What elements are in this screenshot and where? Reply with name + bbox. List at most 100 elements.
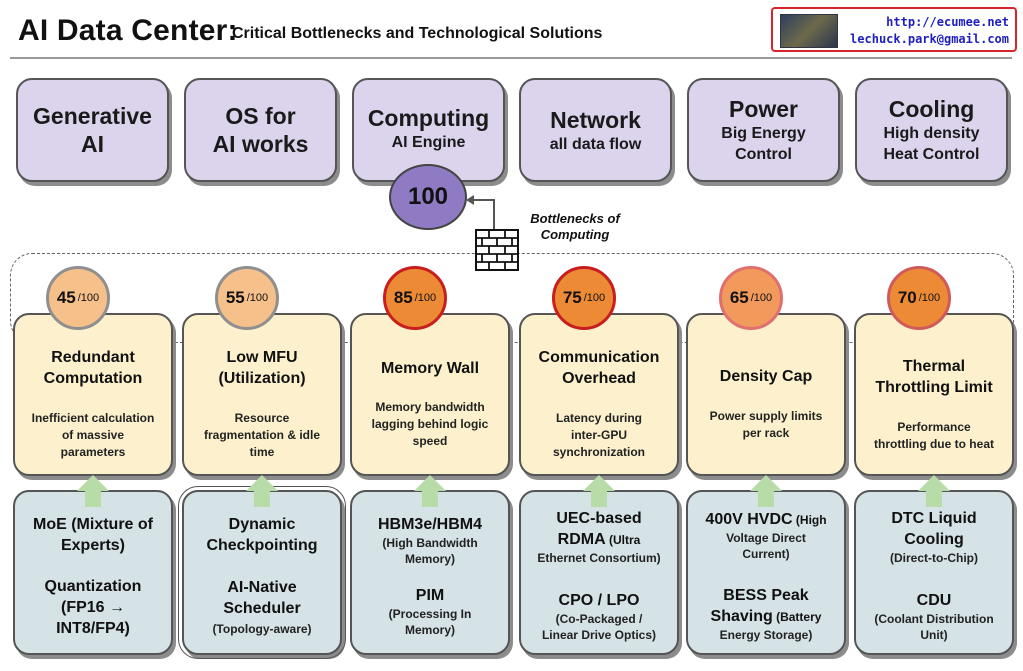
- score-value: 45: [56, 288, 76, 307]
- solution-card-generative-ai: MoE (Mixture of Experts) Quantization (F…: [13, 490, 173, 655]
- problem-title: Throttling Limit: [875, 379, 993, 396]
- solution-text: BESS Peak: [723, 587, 809, 604]
- solution-text: HBM3e/HBM4: [377, 516, 482, 533]
- solution-text: CDU: [916, 592, 952, 609]
- solution-text: Dynamic: [228, 516, 296, 533]
- solution-text: UEC-based: [556, 510, 642, 527]
- up-arrow-icon: [246, 475, 278, 507]
- problem-desc: inter-GPU: [570, 428, 627, 442]
- solution-text: Experts): [60, 537, 126, 554]
- category-line3: Heat Control: [883, 146, 980, 163]
- problem-desc: throttling due to heat: [874, 437, 994, 451]
- solution-subtext: (Coolant Distribution: [874, 612, 994, 626]
- solution-subtext: Linear Drive Optics): [541, 628, 657, 642]
- category-line2: AI: [81, 131, 104, 157]
- solution-card-network: UEC-based RDMA (Ultra Ethernet Consortiu…: [519, 490, 679, 655]
- solution-text-inline: (Battery: [772, 610, 822, 624]
- category-line1: OS for: [225, 103, 296, 129]
- problem-title: Density Cap: [719, 368, 813, 385]
- solution-text: CPO / LPO: [558, 592, 640, 609]
- problem-desc: lagging behind logic: [371, 417, 489, 431]
- score-max: /100: [750, 292, 773, 304]
- problem-desc: Power supply limits: [709, 409, 823, 423]
- solution-text: Checkpointing: [206, 537, 318, 554]
- solution-subtext: Memory): [404, 552, 455, 566]
- score-badge: 55/100: [215, 266, 279, 330]
- problem-card-density-cap: Density Cap Power supply limits per rack: [686, 313, 846, 476]
- problem-title: Memory Wall: [380, 360, 480, 377]
- solution-text: PIM: [415, 587, 445, 604]
- up-arrow-icon: [77, 475, 109, 507]
- category-line2: AI works: [212, 131, 309, 157]
- problem-title: Overhead: [562, 370, 636, 387]
- problem-title: Redundant: [51, 349, 135, 366]
- bottleneck-label: Bottlenecks of Computing: [530, 211, 620, 242]
- problem-card-thermal-throttling: Thermal Throttling Limit Performance thr…: [854, 313, 1014, 476]
- problem-desc: synchronization: [552, 445, 645, 459]
- problem-desc: Memory bandwidth: [375, 400, 485, 414]
- solution-text: RDMA (Ultra: [523, 529, 675, 551]
- category-network: Network all data flow: [519, 78, 672, 182]
- solution-card-cooling: DTC Liquid Cooling (Direct-to-Chip) CDU …: [854, 490, 1014, 655]
- solution-text: Shaving (Battery: [690, 606, 842, 628]
- category-line1: Network: [550, 106, 641, 133]
- solution-subtext: (High Bandwidth: [382, 536, 478, 550]
- up-arrow-icon: [414, 475, 446, 507]
- contact-url[interactable]: http://ecumee.net: [886, 15, 1009, 29]
- problem-card-redundant-computation: Redundant Computation Inefficient calcul…: [13, 313, 173, 476]
- contact-email[interactable]: lechuck.park@gmail.com: [850, 32, 1009, 46]
- solution-text: 400V HVDC (High: [690, 509, 842, 531]
- score-badge: 65/100: [719, 266, 783, 330]
- solution-text-main: Shaving: [710, 608, 773, 625]
- score-badge: 75/100: [552, 266, 616, 330]
- author-avatar: [780, 14, 838, 48]
- solution-subtext: (Processing In: [388, 607, 472, 621]
- problem-desc: Performance: [897, 420, 971, 434]
- problem-card-memory-wall: Memory Wall Memory bandwidth lagging beh…: [350, 313, 510, 476]
- solution-text: Scheduler: [223, 600, 301, 617]
- solution-subtext: Unit): [920, 628, 948, 642]
- solution-subtext: (Topology-aware): [212, 622, 312, 636]
- brick-wall-icon: [475, 229, 519, 271]
- category-line2: High density: [883, 125, 980, 142]
- score-badge: 70/100: [887, 266, 951, 330]
- category-cooling: Cooling High density Heat Control: [855, 78, 1008, 182]
- page-title: AI Data Center:: [18, 14, 238, 47]
- problem-desc: per rack: [742, 426, 790, 440]
- score-value: 70: [897, 288, 917, 307]
- score-max: /100: [583, 292, 606, 304]
- category-power: Power Big Energy Control: [687, 78, 840, 182]
- category-line2: AI Engine: [391, 134, 466, 151]
- score-value: 75: [562, 288, 582, 307]
- category-line2: all data flow: [549, 135, 642, 153]
- score-max: /100: [918, 292, 941, 304]
- category-line1: Generative: [33, 103, 152, 129]
- category-line1: Computing: [367, 105, 490, 131]
- problem-desc: speed: [412, 434, 448, 448]
- solution-subtext: Current): [742, 547, 790, 561]
- problem-desc: Latency during: [555, 411, 642, 425]
- solution-text: (FP16 →: [60, 599, 125, 616]
- solution-text-inline: (Ultra: [605, 533, 641, 547]
- solution-text-inline: (High: [792, 513, 827, 527]
- solution-text: DTC Liquid: [891, 510, 977, 527]
- category-line3: Control: [735, 146, 792, 163]
- problem-desc: time: [249, 445, 275, 459]
- category-line1: Power: [728, 96, 799, 122]
- category-generative-ai: Generative AI: [16, 78, 169, 182]
- problem-desc: fragmentation & idle: [203, 428, 320, 442]
- score-value: 65: [729, 288, 749, 307]
- solution-text-main: RDMA: [557, 531, 606, 548]
- page-subtitle: Critical Bottlenecks and Technological S…: [232, 25, 603, 42]
- score-max: /100: [246, 292, 269, 304]
- up-arrow-icon: [583, 475, 615, 507]
- computing-score-badge: 100: [389, 164, 467, 230]
- solution-card-power: 400V HVDC (High Voltage Direct Current) …: [686, 490, 846, 655]
- up-arrow-icon: [918, 475, 950, 507]
- category-os-for-ai: OS for AI works: [184, 78, 337, 182]
- score-value: 85: [393, 288, 413, 307]
- score-max: /100: [414, 292, 437, 304]
- problem-title: (Utilization): [218, 370, 306, 387]
- solution-subtext: (Direct-to-Chip): [890, 551, 978, 565]
- score-max: /100: [77, 292, 100, 304]
